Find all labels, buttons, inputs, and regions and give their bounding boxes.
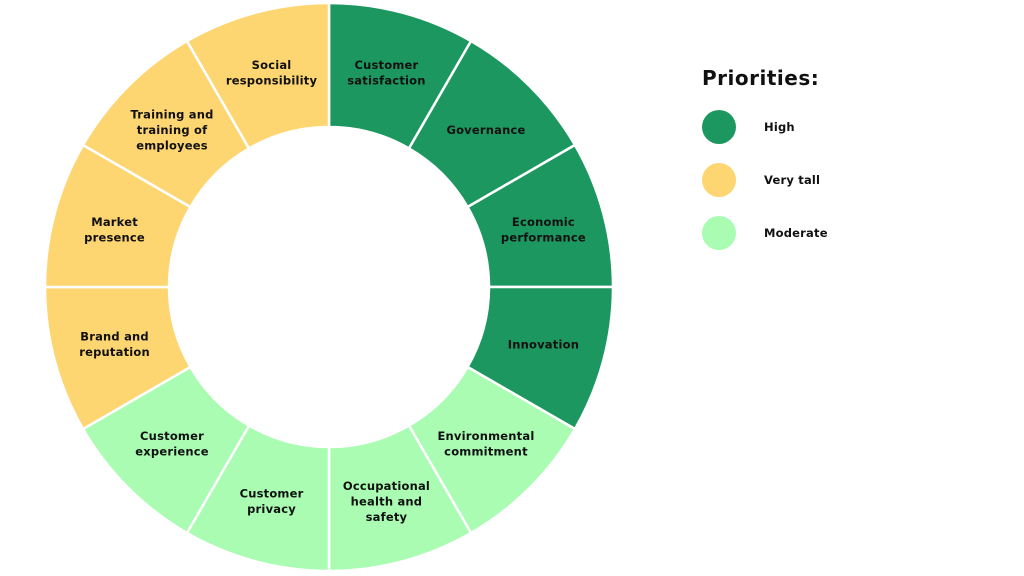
legend-label-high: High — [764, 120, 795, 134]
legend-swatch-high — [702, 110, 736, 144]
segment-label-line: responsibility — [226, 73, 318, 87]
legend-label-moderate: Moderate — [764, 226, 828, 240]
segment-label-line: Customer — [240, 487, 304, 501]
segment-label-line: Customer — [140, 429, 204, 443]
segment-label-line: reputation — [79, 345, 150, 359]
segment-label-line: employees — [136, 139, 208, 153]
legend-item-moderate: Moderate — [702, 216, 1002, 250]
segment-label-line: Economic — [512, 215, 575, 229]
segment-label-line: Social — [252, 58, 292, 72]
legend-label-very-tall: Very tall — [764, 173, 821, 187]
segment-label-line: Environmental — [437, 429, 534, 443]
legend-item-very-tall: Very tall — [702, 163, 1002, 197]
segment-label-line: Market — [91, 215, 138, 229]
segment-label-line: Occupational — [343, 479, 430, 493]
segment-label-line: Innovation — [508, 337, 579, 351]
segment-label-line: Customer — [354, 58, 418, 72]
segment-label-line: experience — [135, 445, 208, 459]
segment-label-7: Customer experience — [135, 429, 208, 459]
segment-label-line: Brand and — [80, 330, 149, 344]
segment-11 — [185, 1, 331, 151]
segment-label-line: training of — [137, 123, 208, 137]
legend: Priorities: High Very tall Moderate — [702, 66, 1002, 269]
segment-label-line: performance — [501, 230, 586, 244]
segment-label-line: Governance — [446, 123, 525, 137]
segment-label-line: privacy — [247, 502, 296, 516]
segment-label-3: Innovation — [508, 337, 579, 351]
segment-label-1: Governance — [446, 123, 525, 137]
segment-label-4: Environmental commitment — [437, 429, 534, 459]
segment-label-line: commitment — [444, 445, 528, 459]
segment-label-line: satisfaction — [347, 73, 425, 87]
legend-swatch-moderate — [702, 216, 736, 250]
segment-label-line: safety — [366, 510, 408, 524]
legend-title: Priorities: — [702, 66, 820, 90]
segment-label-line: health and — [351, 494, 423, 508]
segment-label-line: Training and — [130, 108, 213, 122]
segment-label-line: presence — [84, 230, 145, 244]
legend-swatch-very-tall — [702, 163, 736, 197]
legend-item-high: High — [702, 110, 1002, 144]
